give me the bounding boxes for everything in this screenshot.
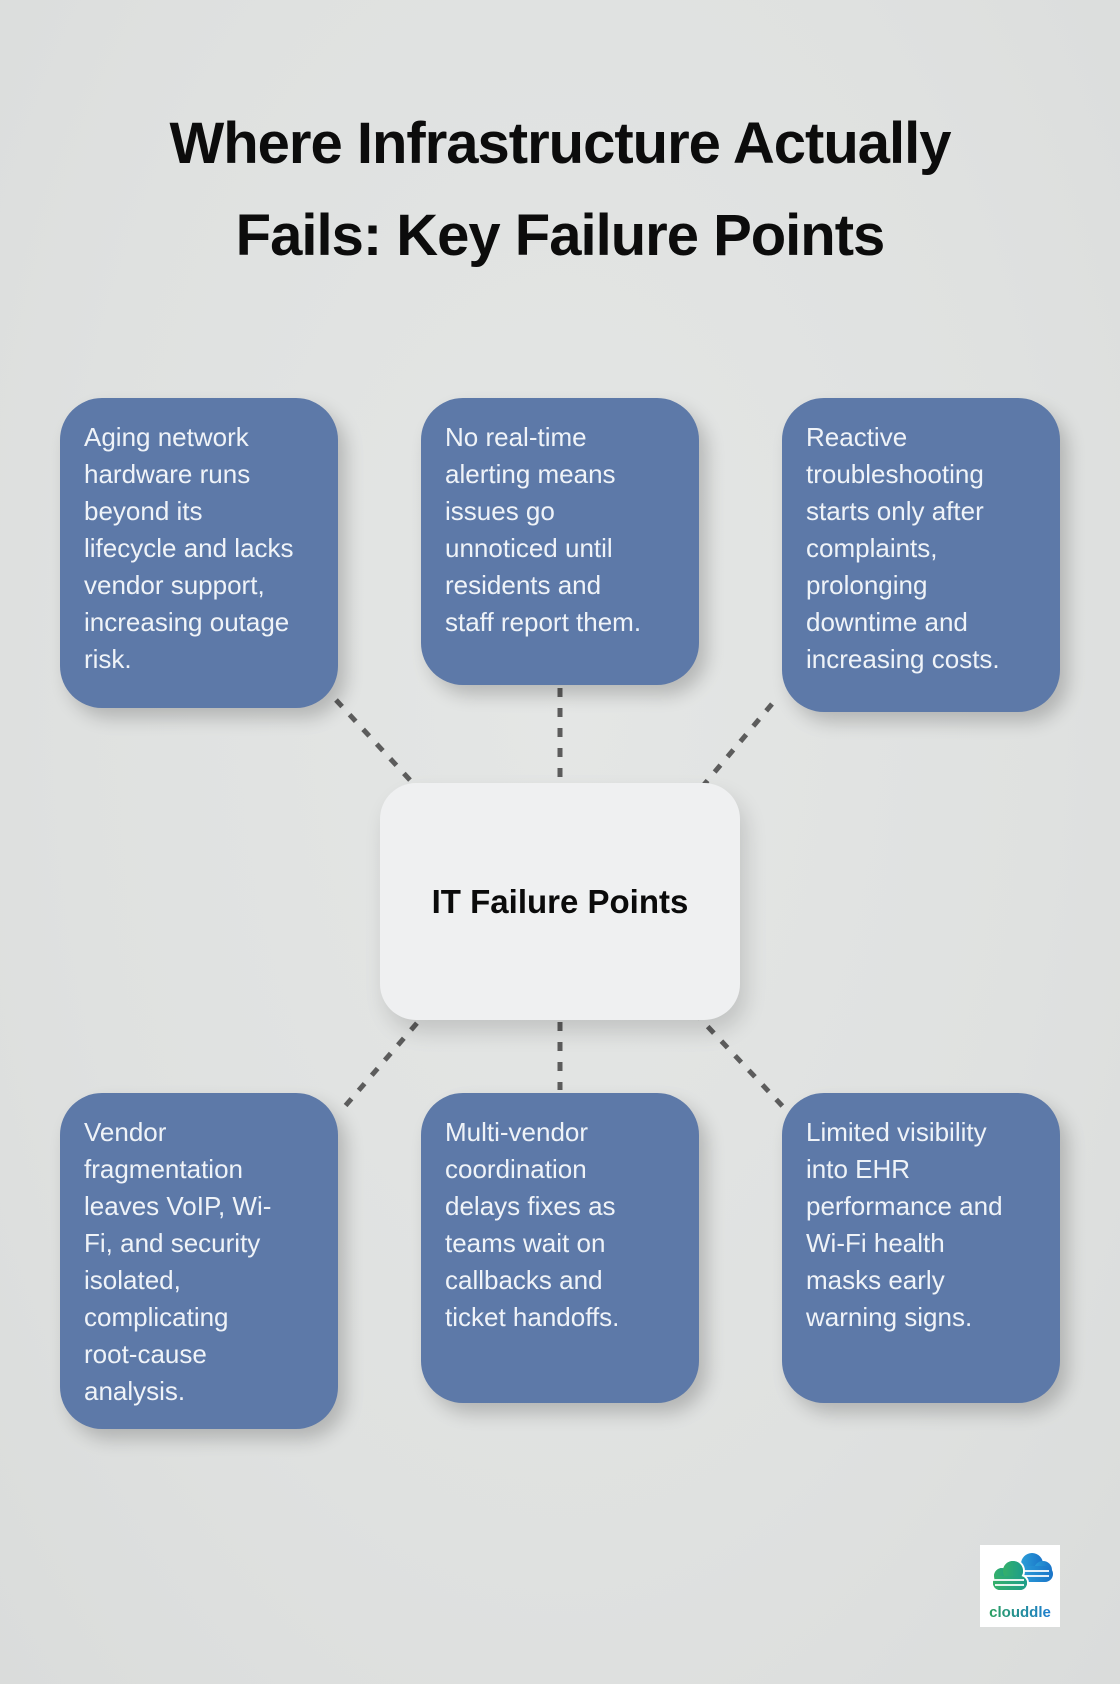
failure-node-limited-visibility: Limited visibility into EHR performance … (782, 1093, 1060, 1403)
failure-node-multi-vendor-coordination: Multi-vendor coordination delays fixes a… (421, 1093, 699, 1403)
connector-bottom-right (692, 1010, 790, 1114)
connector-bottom-left (338, 1006, 432, 1114)
failure-node-aging-hardware: Aging network hardware runs beyond its l… (60, 398, 338, 708)
green-cloud-shape (989, 1559, 1029, 1592)
failure-node-reactive-troubleshooting: Reactive troubleshooting starts only aft… (782, 398, 1060, 712)
failure-node-vendor-fragmentation: Vendor fragmentation leaves VoIP, Wi- Fi… (60, 1093, 338, 1429)
page-title: Where Infrastructure Actually Fails: Key… (169, 111, 951, 268)
connector-top-right (684, 702, 774, 808)
center-node-label: IT Failure Points (431, 882, 689, 920)
clouddle-logo: clouddle (980, 1545, 1060, 1627)
failure-node-no-alerting: No real-time alerting means issues go un… (421, 398, 699, 685)
logo-brand-text: clouddle (989, 1604, 1051, 1621)
cloud-icon: clouddle (989, 1553, 1053, 1621)
blue-cloud-shape (1017, 1553, 1053, 1582)
center-node: IT Failure Points (380, 783, 740, 1020)
